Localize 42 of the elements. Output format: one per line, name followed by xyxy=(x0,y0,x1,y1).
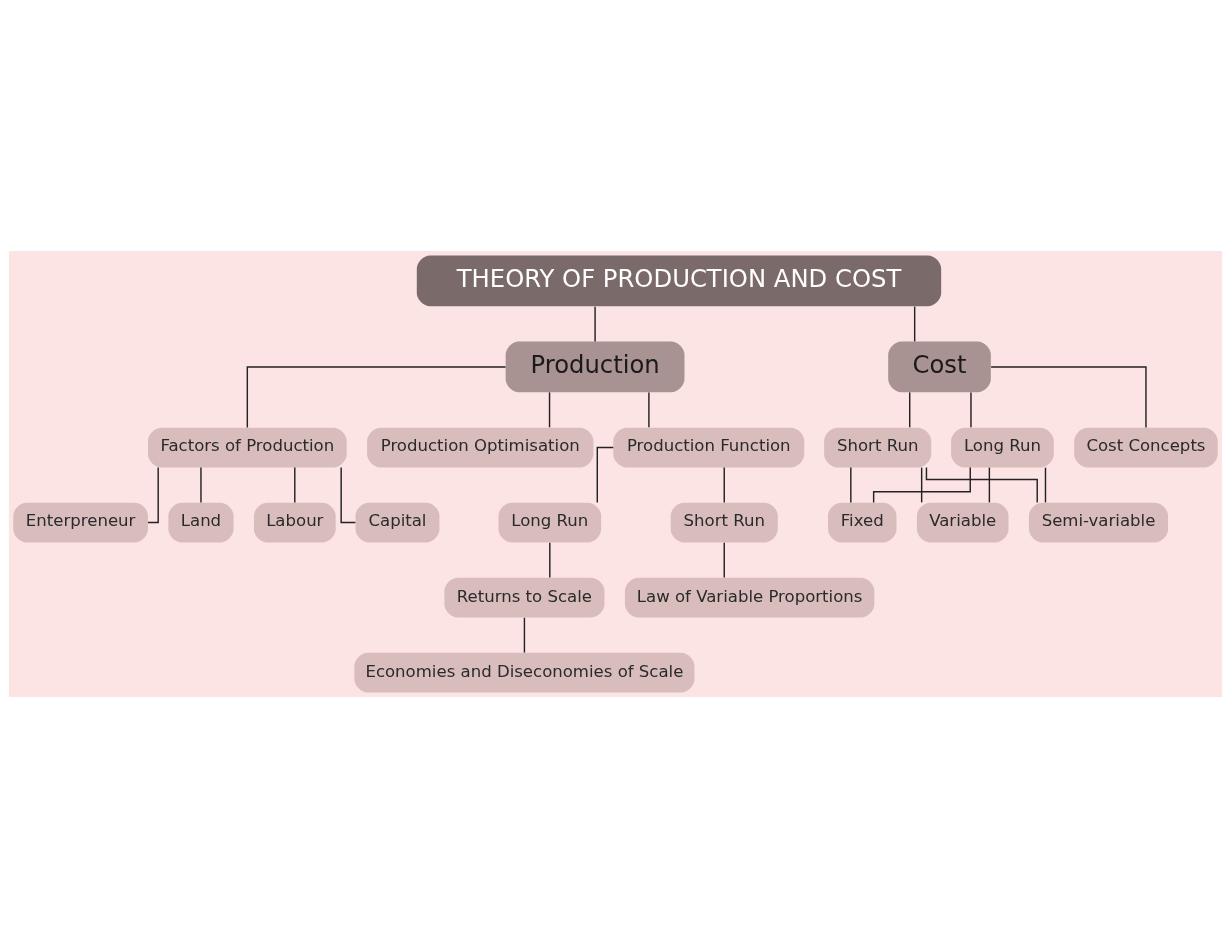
node-box: Cost xyxy=(888,341,991,392)
node-box: Law of Variable Proportions xyxy=(624,577,875,617)
connector xyxy=(294,466,296,503)
node-box: Long Run xyxy=(498,502,602,542)
connector xyxy=(594,305,596,342)
node-box: Long Run xyxy=(951,427,1054,467)
node-box: Production Function xyxy=(613,427,805,467)
node-box: Production xyxy=(505,341,685,392)
connector xyxy=(913,305,916,342)
node-box: THEORY OF PRODUCTION AND COST xyxy=(416,254,942,306)
connector xyxy=(925,466,1038,503)
connector xyxy=(970,391,972,428)
node-box: Returns to Scale xyxy=(444,577,605,617)
node-box: Factors of Production xyxy=(147,427,347,467)
connector xyxy=(548,391,551,428)
connector xyxy=(147,466,159,523)
node-box: Cost Concepts xyxy=(1074,427,1218,467)
node-box: Enterpreneur xyxy=(13,502,148,542)
connector xyxy=(200,466,202,503)
node-box: Short Run xyxy=(670,502,778,542)
node-box: Land xyxy=(168,502,234,542)
connector xyxy=(648,391,650,428)
connector xyxy=(990,365,1147,428)
connector xyxy=(723,541,725,578)
node-box: Capital xyxy=(355,502,440,542)
connector xyxy=(549,541,551,578)
connector xyxy=(523,616,526,653)
node-box: Short Run xyxy=(824,427,932,467)
connector xyxy=(920,466,923,503)
node-box: Semi-variable xyxy=(1028,502,1169,542)
connector xyxy=(909,391,911,428)
node-box: Production Optimisation xyxy=(367,427,594,467)
connector xyxy=(988,466,991,503)
connector xyxy=(872,466,971,503)
connector xyxy=(1044,466,1047,503)
connector xyxy=(850,466,852,503)
connector xyxy=(246,365,507,428)
connector xyxy=(723,466,725,503)
node-box: Economies and Diseconomies of Scale xyxy=(354,652,695,693)
node-box: Variable xyxy=(916,502,1009,542)
node-box: Fixed xyxy=(828,502,897,542)
node-box: Labour xyxy=(253,502,336,542)
